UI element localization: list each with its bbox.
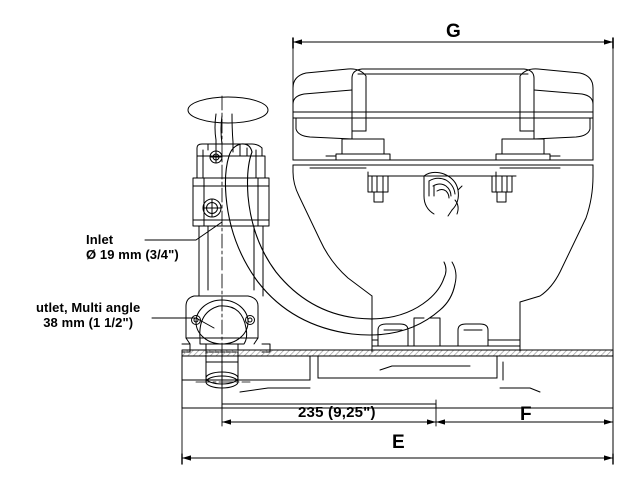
outlet-flange	[181, 295, 271, 389]
toilet-bowl	[292, 111, 594, 353]
dimension-label-e: E	[392, 432, 405, 453]
pedestal-brackets	[371, 317, 521, 347]
flexible-hose	[224, 143, 457, 336]
base-plate	[181, 349, 614, 409]
callout-leaders	[144, 221, 223, 329]
seat-hinge-left	[317, 87, 391, 161]
dimension-label-f: F	[520, 404, 532, 425]
dimension-235-group	[221, 355, 437, 427]
callout-inlet-line2: Ø 19 mm (3/4")	[86, 247, 179, 263]
dimension-g-group	[292, 37, 614, 463]
toilet-seat	[292, 111, 594, 140]
callout-inlet-line1: Inlet	[86, 232, 114, 247]
toilet-lid	[292, 68, 594, 113]
dimension-f-group	[435, 407, 614, 463]
callout-outlet-line2: 38 mm (1 1/2")	[43, 315, 134, 331]
pump-handle	[187, 96, 269, 153]
bowl-rim	[292, 159, 594, 169]
callout-outlet-line1: utlet, Multi angle	[36, 300, 141, 315]
mounting-bolt-right	[487, 171, 517, 203]
elbow-fitting	[423, 171, 463, 217]
pump-body	[192, 177, 270, 297]
dimension-e-group	[181, 355, 614, 465]
dimension-label-g: G	[446, 21, 461, 42]
pump-head	[196, 143, 266, 179]
dimension-label-235: 235 (9,25")	[298, 404, 376, 421]
seat-hinge-right	[495, 87, 569, 161]
callout-inlet: Inlet Ø 19 mm (3/4")	[86, 232, 179, 263]
mounting-bolt-left	[367, 171, 497, 203]
callout-outlet: utlet, Multi angle 38 mm (1 1/2")	[36, 300, 140, 331]
